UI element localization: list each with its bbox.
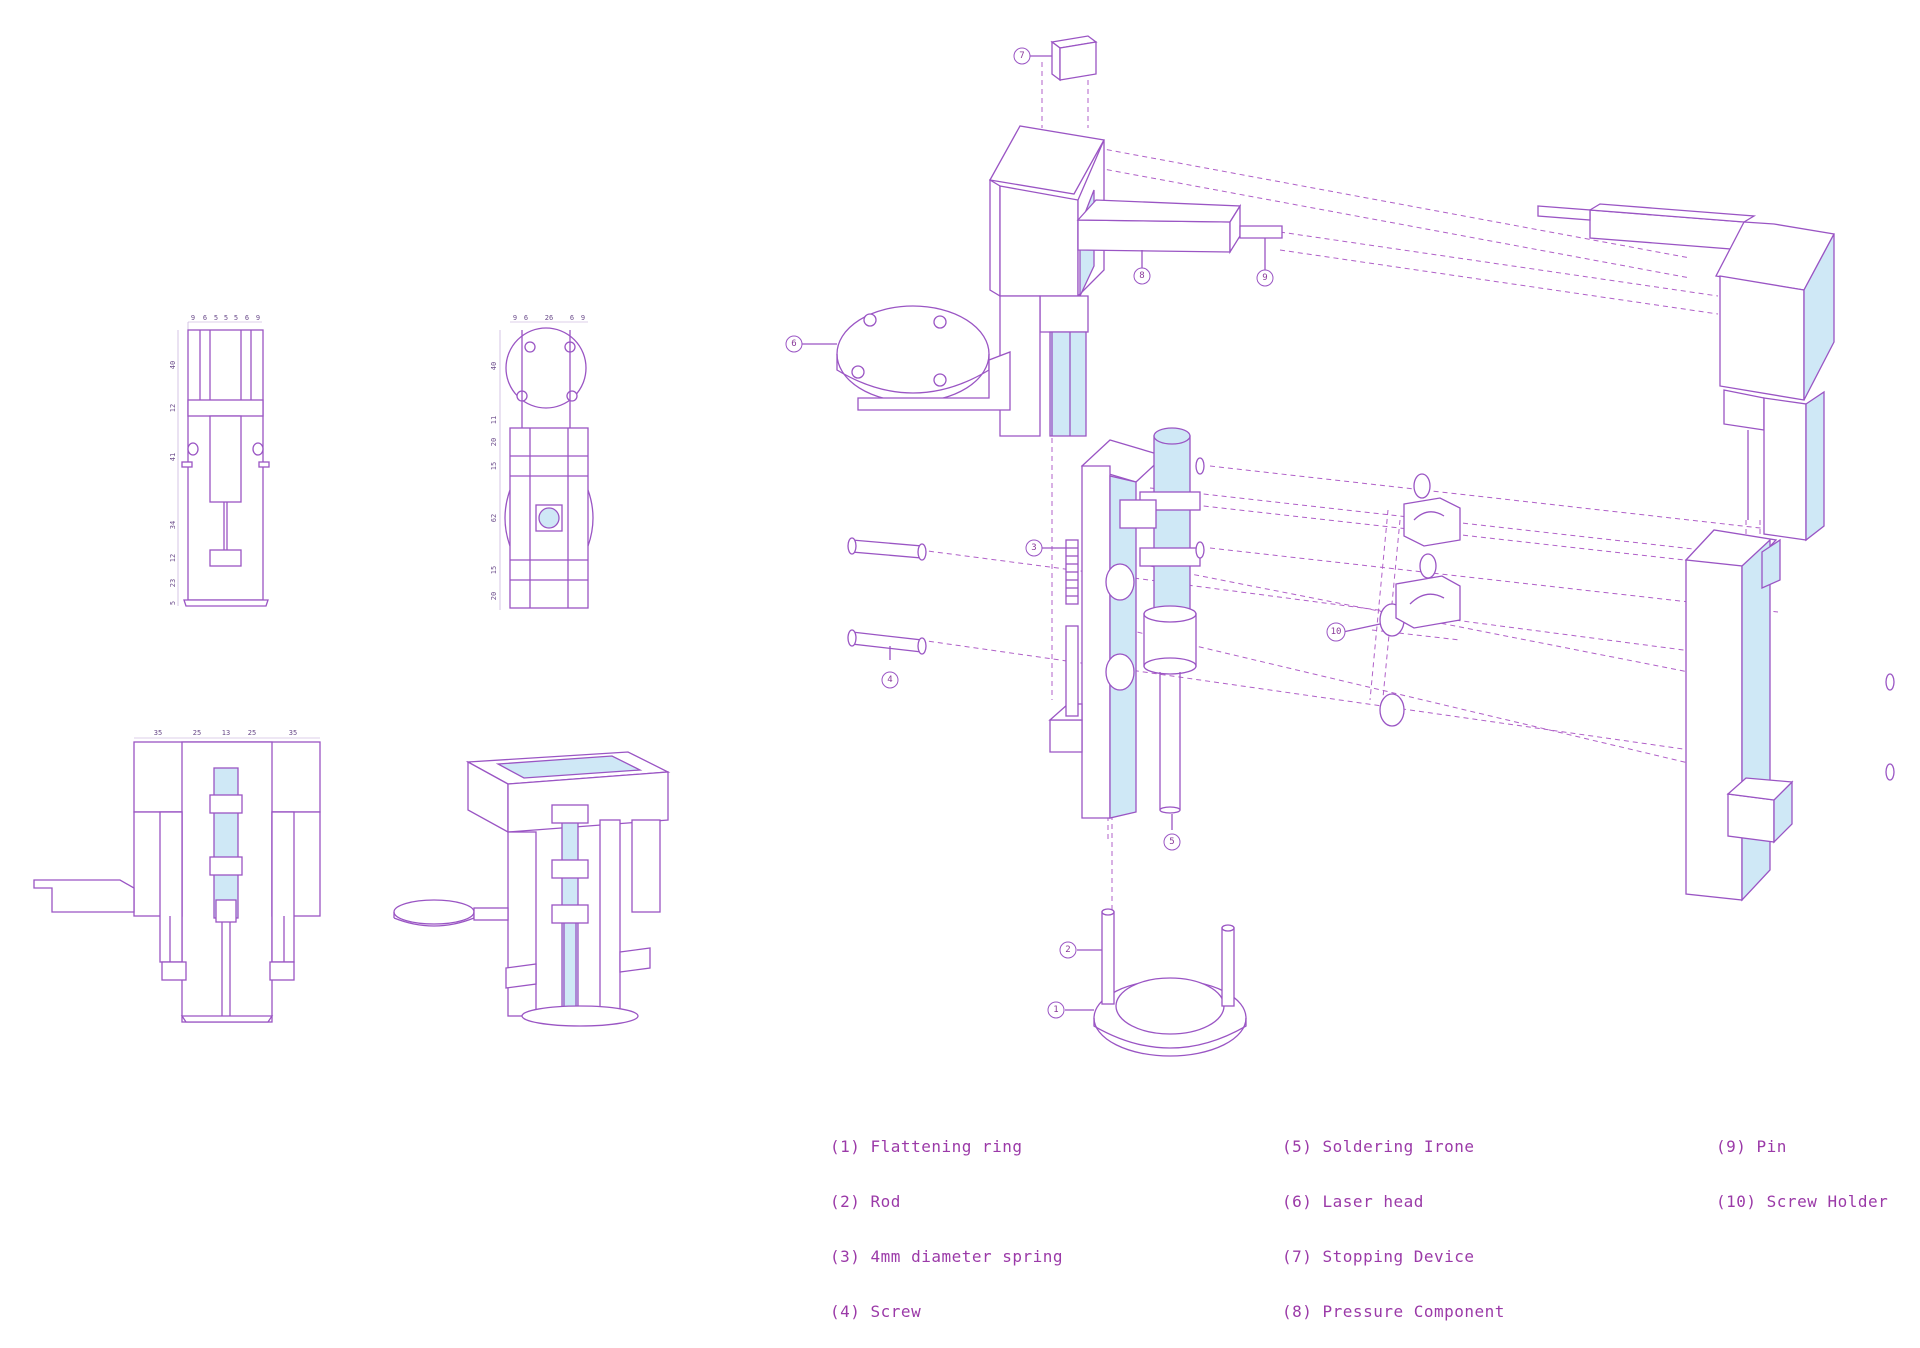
dim-label: 5 [214, 314, 218, 322]
callout-3: 3 [1025, 539, 1043, 557]
front-elevation-view: 9 6 26 6 9 40 11 20 15 62 15 20 [490, 314, 594, 610]
dim-label: 40 [490, 362, 498, 370]
dim-label: 12 [169, 404, 177, 412]
dim-label: 25 [248, 729, 256, 737]
callout-9: 9 [1256, 269, 1274, 287]
legend-item-stopping-device: (7) Stopping Device [1282, 1247, 1475, 1266]
dim-label: 9 [581, 314, 585, 322]
side-view-top-dims: 9 6 5 5 5 6 9 [191, 314, 260, 322]
legend-item-rod: (2) Rod [830, 1192, 901, 1211]
svg-text:7: 7 [1019, 51, 1024, 61]
dim-label: 5 [234, 314, 238, 322]
exploded-assembly-view: 7 6 8 9 3 4 10 5 2 1 [785, 35, 1895, 1057]
screw-holder-knob [1105, 563, 1135, 601]
rods [1101, 908, 1235, 1007]
right-lower-frame [1684, 529, 1794, 902]
callout-7: 7 [1013, 47, 1031, 65]
screw-holders [1395, 473, 1461, 629]
dim-label: 5 [169, 601, 177, 605]
svg-text:4: 4 [887, 675, 892, 685]
screw-holder-knob [1379, 693, 1405, 727]
dim-label: 6 [524, 314, 528, 322]
right-upper-frame [1537, 203, 1836, 542]
callout-6: 6 [785, 335, 803, 353]
central-frame-block [1048, 439, 1166, 819]
side-elevation-view: 9 6 5 5 5 6 9 40 12 41 34 12 23 5 [169, 314, 270, 607]
svg-text:8: 8 [1139, 271, 1144, 281]
dim-label: 6 [203, 314, 207, 322]
dim-label: 26 [545, 314, 553, 322]
screw-rods [847, 457, 1895, 781]
dim-label: 23 [169, 579, 177, 587]
dim-label: 12 [169, 554, 177, 562]
legend-item-screw-holder: (10) Screw Holder [1716, 1192, 1889, 1211]
dim-label: 6 [570, 314, 574, 322]
dim-label: 13 [222, 729, 230, 737]
section-view: 35 25 13 25 35 [33, 729, 321, 1023]
dim-label: 20 [490, 438, 498, 446]
legend-item-screw: (4) Screw [830, 1302, 922, 1321]
dim-label: 40 [169, 361, 177, 369]
dim-label: 35 [289, 729, 297, 737]
front-view-left-dims: 40 11 20 15 62 15 20 [490, 362, 498, 600]
laser-head [836, 305, 1011, 411]
callout-4: 4 [881, 671, 899, 689]
soldering-iron [1139, 427, 1201, 814]
callout-2: 2 [1059, 941, 1077, 959]
dim-label: 35 [154, 729, 162, 737]
callout-1: 1 [1047, 1001, 1065, 1019]
dim-label: 9 [191, 314, 195, 322]
legend-item-soldering-iron: (5) Soldering Irone [1282, 1137, 1475, 1156]
dim-label: 25 [193, 729, 201, 737]
svg-text:10: 10 [1331, 627, 1342, 637]
svg-text:9: 9 [1262, 273, 1267, 283]
dim-label: 15 [490, 566, 498, 574]
legend-item-pressure-component: (8) Pressure Component [1282, 1302, 1505, 1321]
svg-text:3: 3 [1031, 543, 1036, 553]
screw-holder-knob [1105, 653, 1135, 691]
side-view-left-dims: 40 12 41 34 12 23 5 [169, 361, 177, 605]
svg-text:5: 5 [1169, 837, 1174, 847]
legend-item-pin: (9) Pin [1716, 1137, 1787, 1156]
dim-label: 41 [169, 453, 177, 461]
svg-text:2: 2 [1065, 945, 1070, 955]
legend-item-flattening-ring: (1) Flattening ring [830, 1137, 1023, 1156]
left-upper-frame [988, 125, 1283, 437]
svg-text:6: 6 [791, 339, 796, 349]
dim-label: 9 [513, 314, 517, 322]
dim-label: 11 [490, 416, 498, 424]
callout-8: 8 [1133, 267, 1151, 285]
callout-10: 10 [1326, 622, 1346, 642]
dim-label: 9 [256, 314, 260, 322]
callout-5: 5 [1163, 833, 1181, 851]
dim-label: 15 [490, 462, 498, 470]
legend-item-laser-head: (6) Laser head [1282, 1192, 1424, 1211]
dim-label: 20 [490, 592, 498, 600]
dim-label: 62 [490, 514, 498, 522]
section-view-top-dims: 35 25 13 25 35 [154, 729, 297, 737]
dim-label: 34 [169, 521, 177, 529]
small-isometric-view [393, 751, 671, 1027]
dim-label: 6 [245, 314, 249, 322]
svg-text:1: 1 [1053, 1005, 1058, 1015]
legend-item-spring: (3) 4mm diameter spring [830, 1247, 1064, 1266]
dim-label: 5 [224, 314, 228, 322]
front-view-top-dims: 9 6 26 6 9 [513, 314, 585, 322]
